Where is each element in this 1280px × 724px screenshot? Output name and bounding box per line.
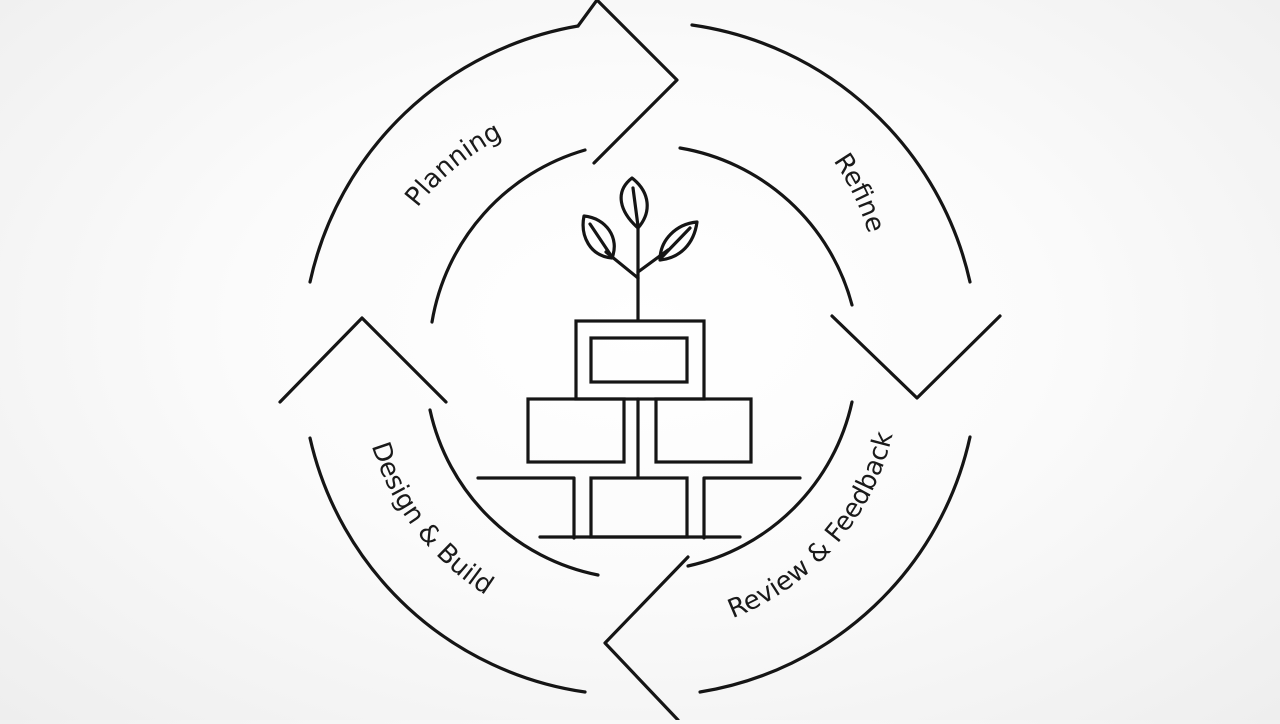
stage-label-refine: Refine [827, 148, 890, 236]
stage-label-planning: Planning [400, 117, 507, 213]
cycle-arc-refine [678, 23, 1002, 400]
cycle-arc-design [278, 316, 600, 694]
cycle-arc-review [603, 400, 972, 722]
cycle-arc-planning [308, 0, 679, 324]
stage-label-design-build: Design & Build [365, 438, 499, 601]
plant-growing-from-block-stack-icon [476, 176, 802, 540]
